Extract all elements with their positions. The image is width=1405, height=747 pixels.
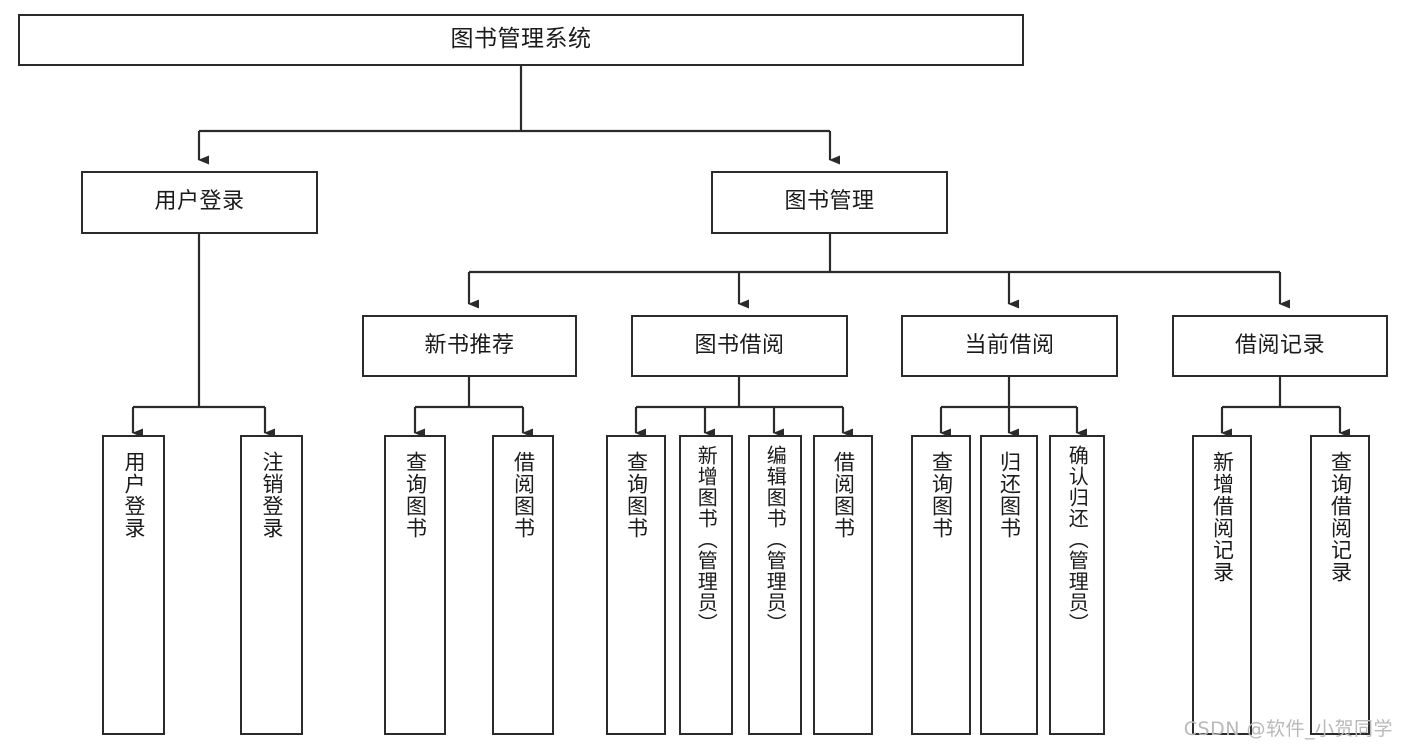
node-leaf-borrow-query-book[interactable]: 查询图书 (606, 435, 666, 735)
node-label: 借阅记录 (1234, 332, 1325, 358)
node-leaf-recommend-query-book[interactable]: 查询图书 (384, 435, 446, 735)
node-leaf-borrow-add-book-admin[interactable]: 新增图书（管理员） (679, 435, 733, 735)
node-user-login[interactable]: 用户登录 (81, 171, 318, 234)
node-new-book-recommend[interactable]: 新书推荐 (362, 315, 577, 377)
node-label: 编辑图书（管理员） (763, 445, 788, 634)
node-leaf-user-login-logout[interactable]: 注销登录 (240, 435, 303, 735)
node-label: 确认归还（管理员） (1065, 445, 1090, 634)
node-leaf-current-confirm-return-admin[interactable]: 确认归还（管理员） (1049, 435, 1105, 735)
node-label: 用户登录 (121, 451, 146, 539)
node-label: 图书管理系统 (450, 26, 592, 53)
node-leaf-current-return-book[interactable]: 归还图书 (980, 435, 1038, 735)
node-label: 归还图书 (997, 451, 1022, 539)
node-leaf-current-query-book[interactable]: 查询图书 (911, 435, 971, 735)
node-current-borrow[interactable]: 当前借阅 (901, 315, 1118, 377)
node-label: 查询借阅记录 (1328, 451, 1353, 583)
node-label: 借阅图书 (831, 451, 856, 539)
node-label: 注销登录 (259, 451, 284, 539)
node-book-borrow[interactable]: 图书借阅 (631, 315, 848, 377)
node-leaf-record-add-borrow-record[interactable]: 新增借阅记录 (1192, 435, 1252, 735)
node-leaf-recommend-borrow-book[interactable]: 借阅图书 (492, 435, 554, 735)
node-label: 查询图书 (624, 451, 649, 539)
node-label: 当前借阅 (964, 332, 1055, 358)
node-label: 查询图书 (403, 451, 428, 539)
node-leaf-borrow-edit-book-admin[interactable]: 编辑图书（管理员） (748, 435, 802, 735)
node-leaf-user-login-login[interactable]: 用户登录 (102, 435, 165, 735)
node-label: 新书推荐 (424, 332, 515, 358)
node-label: 新增借阅记录 (1210, 451, 1235, 583)
node-leaf-record-query-borrow-record[interactable]: 查询借阅记录 (1310, 435, 1370, 735)
node-label: 新增图书（管理员） (694, 445, 719, 634)
node-label: 查询图书 (929, 451, 954, 539)
node-root-book-management-system[interactable]: 图书管理系统 (18, 14, 1024, 66)
node-leaf-borrow-borrow-book[interactable]: 借阅图书 (813, 435, 873, 735)
node-label: 图书管理 (784, 189, 875, 215)
node-label: 图书借阅 (694, 332, 785, 358)
node-borrow-record[interactable]: 借阅记录 (1172, 315, 1388, 377)
node-label: 借阅图书 (511, 451, 536, 539)
node-book-management[interactable]: 图书管理 (711, 171, 948, 234)
node-label: 用户登录 (154, 189, 245, 215)
